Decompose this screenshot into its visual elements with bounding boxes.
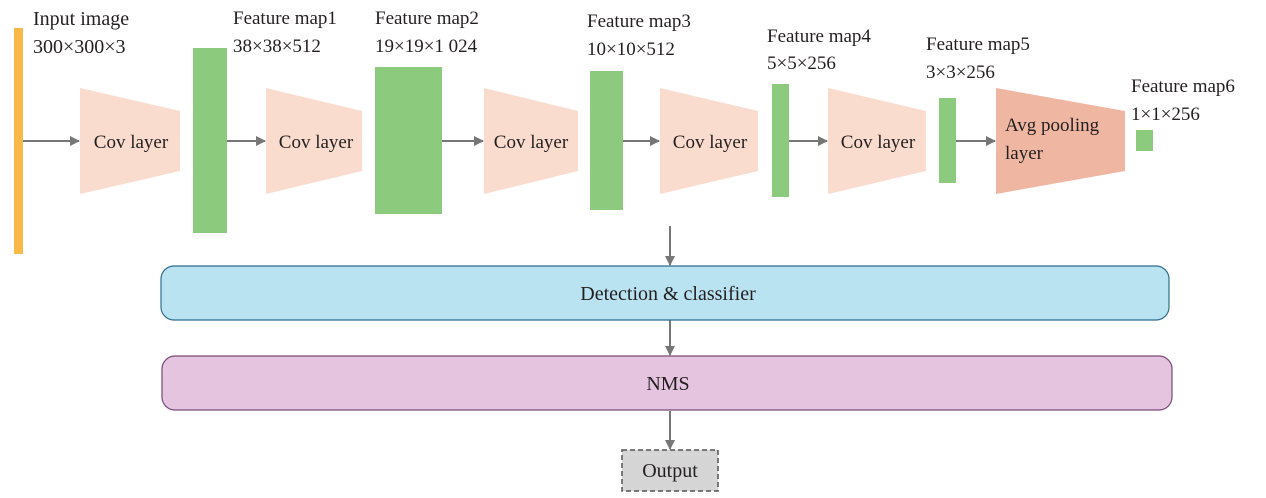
input-image-size: 300×300×3 [33,36,126,58]
output-label: Output [642,460,698,482]
input-image-title: Input image [33,8,129,30]
cov-layer-2-label: Cov layer [279,132,354,153]
feature-map-3-size: 10×10×512 [587,39,675,60]
feature-map-5-title: Feature map5 [926,34,1030,55]
feature-map-3 [590,71,623,210]
cov-layer-4-label: Cov layer [673,132,748,153]
feature-map-6-title: Feature map6 [1131,76,1235,97]
feature-map-2-size: 19×19×1 024 [375,36,478,57]
feature-map-1 [193,48,227,233]
feature-map-1-size: 38×38×512 [233,36,321,57]
feature-map-4-title: Feature map4 [767,26,871,47]
feature-map-5-size: 3×3×256 [926,62,995,83]
feature-map-5 [939,98,956,183]
cov-layer-2 [266,88,362,194]
detection-classifier-box [160,265,1170,321]
cov-layer-5-label: Cov layer [841,132,916,153]
avg-pooling-layer [996,88,1125,194]
nms-label: NMS [646,373,689,395]
avg-pooling-label-line2: layer [1005,143,1044,164]
feature-map-2-title: Feature map2 [375,8,479,29]
feature-map-6 [1136,130,1153,151]
avg-pooling-label-line1: Avg pooling [1005,115,1100,136]
nms-box [161,355,1173,411]
cov-layer-3 [484,88,578,194]
feature-map-4-size: 5×5×256 [767,53,836,74]
output-box [621,449,719,492]
feature-map-3-title: Feature map3 [587,11,691,32]
cov-layer-3-label: Cov layer [494,132,569,153]
cov-layer-4 [660,88,758,194]
detection-classifier-label: Detection & classifier [580,283,756,305]
cov-layer-1 [80,88,180,194]
feature-map-6-size: 1×1×256 [1131,104,1200,125]
feature-map-2 [375,67,442,214]
input-image-bar [14,28,23,254]
feature-map-1-title: Feature map1 [233,8,337,29]
cov-layer-1-label: Cov layer [94,132,169,153]
cov-layer-5 [828,88,926,194]
feature-map-4 [772,84,789,197]
